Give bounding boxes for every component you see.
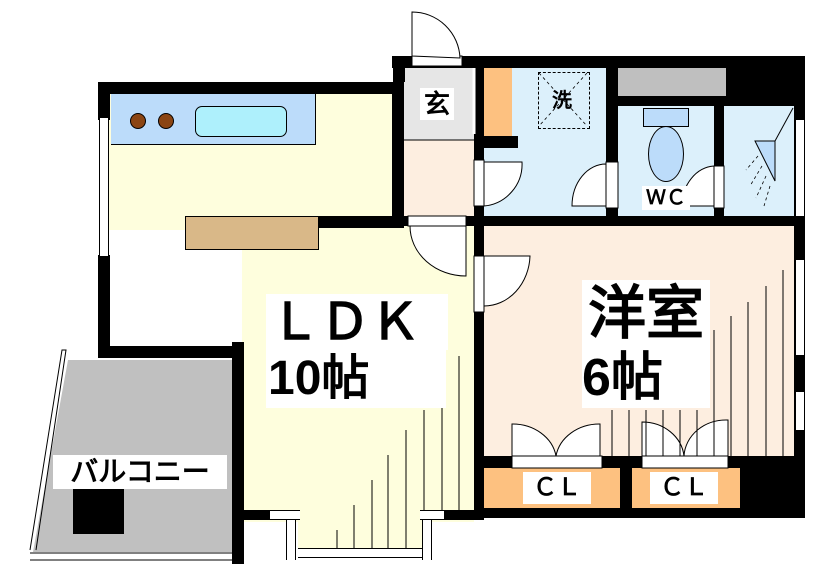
wall	[98, 346, 244, 358]
wall	[620, 468, 632, 508]
entrance-label: 玄	[420, 88, 454, 120]
wc-label: ＷＣ	[642, 186, 690, 210]
wall	[392, 56, 805, 68]
washer-pan	[538, 72, 590, 129]
window	[270, 510, 300, 520]
wall	[474, 508, 805, 518]
window	[795, 260, 805, 355]
balcony-label: バルコニー	[53, 455, 227, 489]
wall	[474, 136, 518, 148]
wall	[98, 82, 404, 94]
storage-shelf	[618, 68, 726, 96]
ldk-room-bay	[298, 510, 422, 552]
window	[795, 120, 805, 216]
wall	[474, 226, 484, 516]
wall	[392, 82, 404, 228]
wall	[98, 255, 110, 355]
shoe-cabinet	[484, 68, 512, 136]
wall	[98, 82, 110, 120]
wall	[318, 216, 404, 228]
hallway	[404, 140, 474, 216]
wall	[244, 510, 270, 520]
window	[795, 392, 805, 430]
western-room-size-label: 6帖	[582, 348, 710, 408]
window	[298, 548, 422, 558]
stove-burner-icon	[130, 113, 146, 129]
wall	[740, 468, 805, 508]
window	[99, 118, 109, 256]
bath-room	[724, 106, 794, 216]
ldk-label: ＬＤＫ	[266, 294, 448, 350]
western-room-label: 洋室	[582, 280, 710, 348]
ldk-size-label: 10帖	[266, 350, 446, 408]
wall	[714, 106, 724, 216]
wall	[726, 56, 805, 106]
closet-1-label: ＣＬ	[523, 472, 591, 504]
laundry-label: 洗	[552, 90, 572, 112]
toilet-bowl-icon	[648, 126, 684, 182]
sink-icon	[195, 106, 287, 137]
wall	[232, 342, 244, 564]
window	[420, 510, 444, 520]
stove-burner-icon	[158, 113, 174, 129]
wall	[404, 216, 805, 226]
wall	[618, 96, 805, 106]
window	[422, 518, 432, 560]
ac-outdoor-unit	[73, 489, 124, 534]
window	[286, 518, 296, 560]
wall	[393, 56, 405, 82]
counter-table	[185, 216, 319, 250]
closet-2-label: ＣＬ	[650, 472, 718, 504]
wall	[442, 510, 484, 520]
